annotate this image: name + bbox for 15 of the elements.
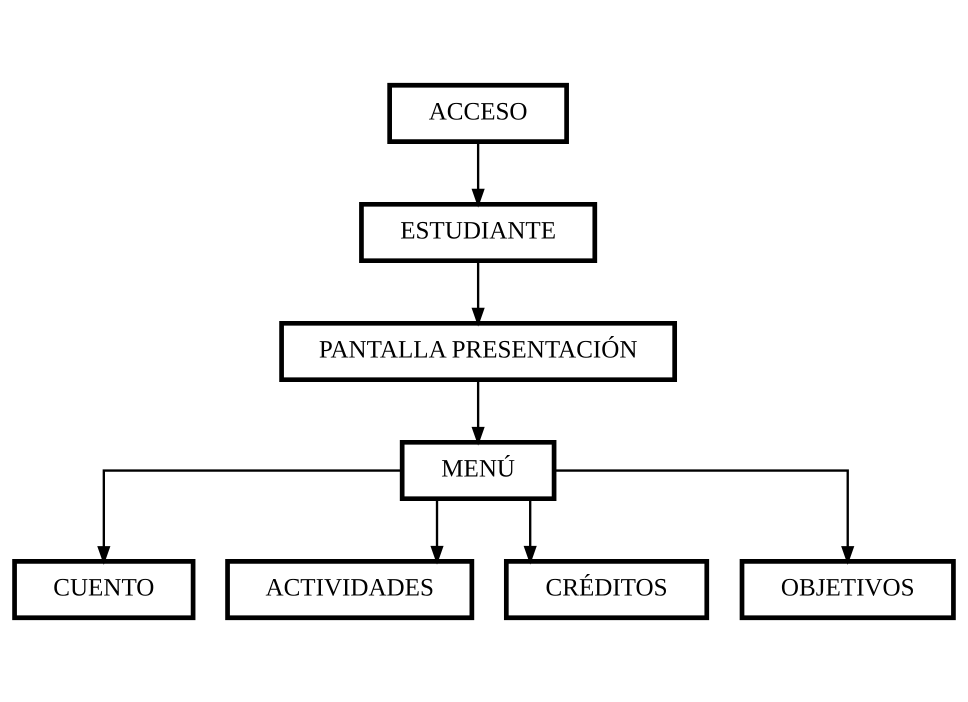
node-box: OBJETIVOS	[740, 558, 956, 620]
arrow	[524, 498, 537, 564]
arrow	[472, 260, 485, 326]
node-box: CUENTO	[12, 558, 196, 620]
node-box: ESTUDIANTE	[359, 201, 598, 263]
node-box: MENÚ	[400, 439, 556, 501]
arrow	[97, 468, 402, 564]
node-box: CRÉDITOS	[504, 558, 710, 620]
arrow	[554, 468, 854, 564]
arrow	[430, 498, 444, 564]
node-box: ACCESO	[387, 82, 569, 144]
arrow	[472, 379, 485, 446]
node-box: ACTIVIDADES	[225, 558, 474, 620]
node-box: PANTALLA PRESENTACIÓN	[279, 320, 678, 382]
arrow	[472, 141, 485, 208]
